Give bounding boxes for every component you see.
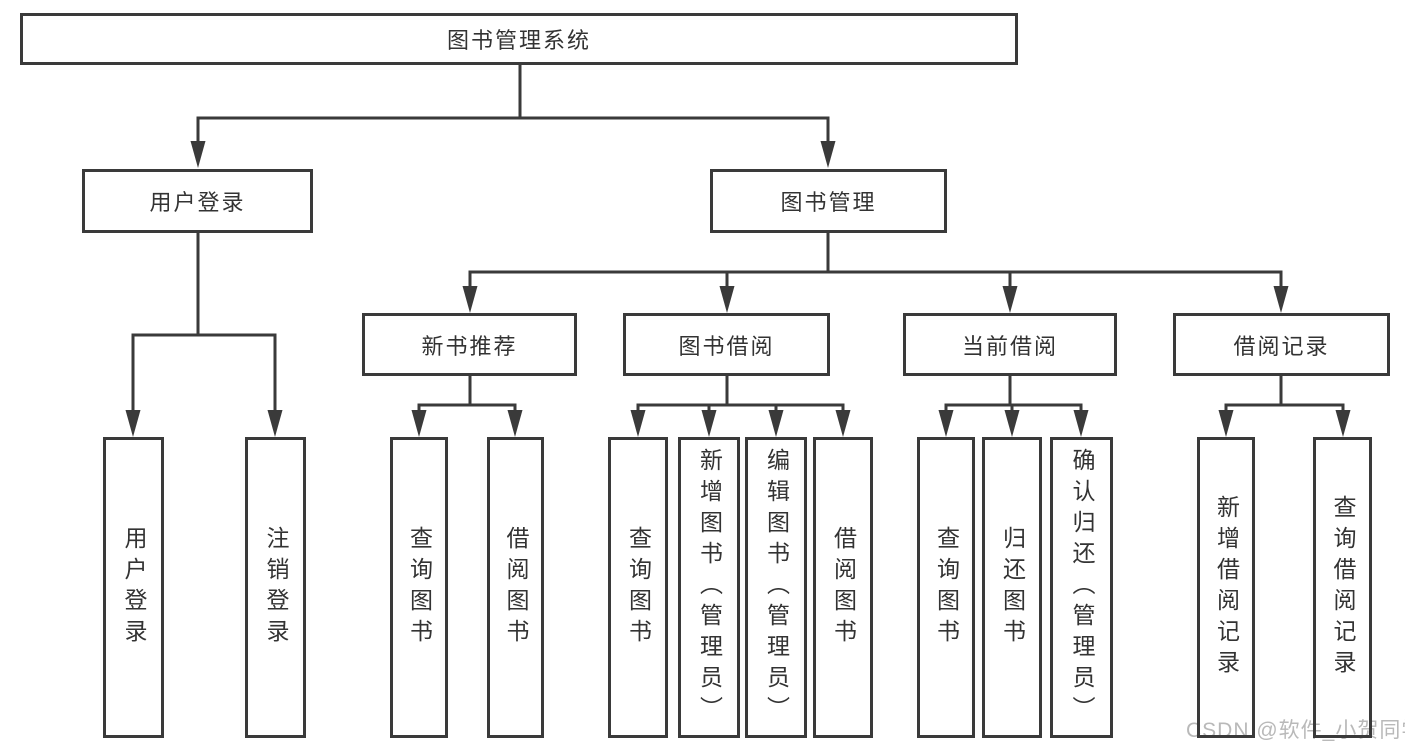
leaf-query-books-recommend: 查询图书: [390, 437, 448, 738]
node-borrow-records: 借阅记录: [1173, 313, 1390, 376]
node-book-management: 图书管理: [710, 169, 947, 233]
arrowheads: [125, 141, 1351, 437]
leaf-logout: 注销登录: [245, 437, 306, 738]
leaf-user-login: 用户登录: [103, 437, 164, 738]
node-book-borrowing: 图书借阅: [623, 313, 830, 376]
leaf-query-books-borrowing: 查询图书: [608, 437, 668, 738]
node-new-book-recommend: 新书推荐: [362, 313, 577, 376]
node-current-borrowing: 当前借阅: [903, 313, 1117, 376]
csdn-watermark: CSDN @软件_小贺同学: [1186, 719, 1405, 742]
leaf-query-borrow-record: 查询借阅记录: [1313, 437, 1372, 738]
leaf-borrow-books-borrowing: 借阅图书: [813, 437, 873, 738]
leaf-confirm-return-admin: 确认归还（管理员）: [1050, 437, 1113, 738]
node-library-management-system: 图书管理系统: [20, 13, 1018, 65]
leaf-edit-books-admin: 编辑图书（管理员）: [745, 437, 807, 738]
leaf-add-books-admin: 新增图书（管理员）: [678, 437, 740, 738]
leaf-add-borrow-record: 新增借阅记录: [1197, 437, 1255, 738]
leaf-borrow-books-recommend: 借阅图书: [487, 437, 544, 738]
node-user-login-branch: 用户登录: [82, 169, 313, 233]
leaf-query-books-current: 查询图书: [917, 437, 975, 738]
leaf-return-books: 归还图书: [982, 437, 1042, 738]
